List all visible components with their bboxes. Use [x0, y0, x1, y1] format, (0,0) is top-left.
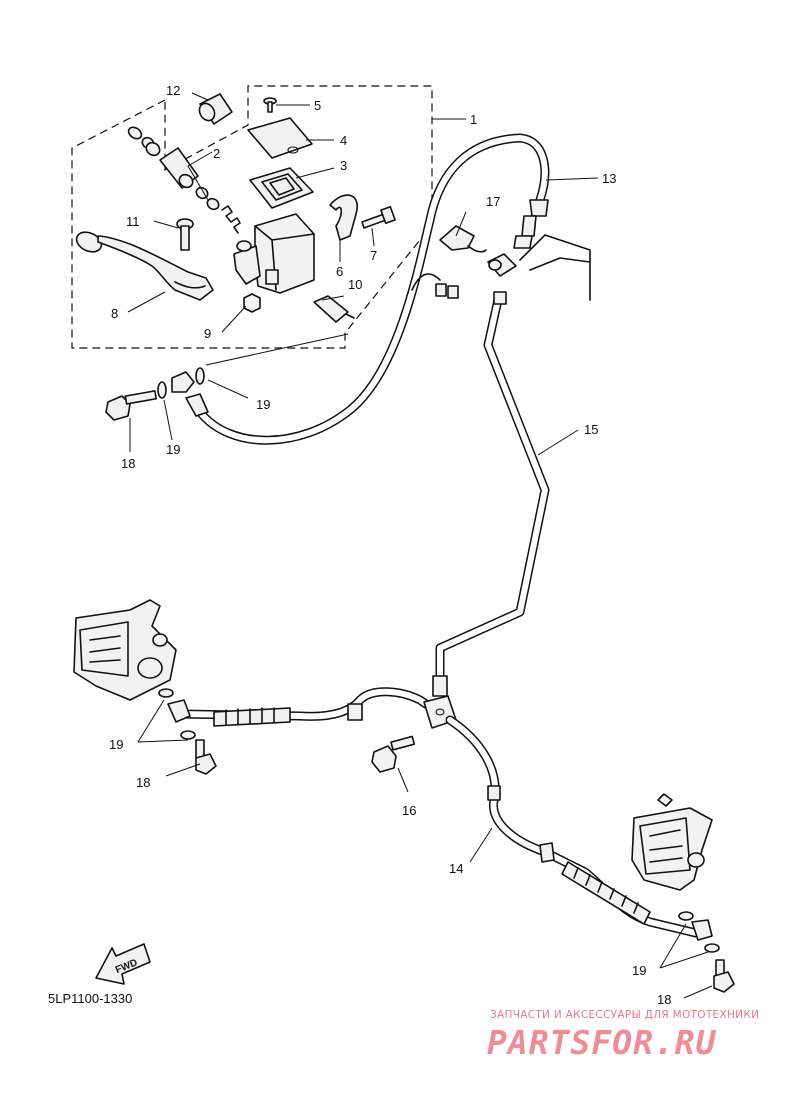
callout-2: 2	[213, 146, 220, 161]
callout-15: 15	[584, 422, 598, 437]
callout-16: 16	[402, 803, 416, 818]
part-5-screw	[263, 97, 277, 113]
callout-1: 1	[470, 112, 477, 127]
part-11-pivot-bolt	[176, 218, 194, 251]
right-caliper	[631, 793, 713, 891]
part-17-clip	[439, 225, 487, 253]
master-cylinder-body	[233, 213, 315, 294]
left-banjo-bolt-18	[195, 739, 217, 775]
part-14-lower-hose-right	[445, 715, 705, 939]
callout-8: 8	[111, 306, 118, 321]
callout-18-left-caliper: 18	[136, 775, 150, 790]
part-15-brake-pipe	[432, 291, 550, 697]
wire-connector	[411, 273, 459, 299]
part-7-bolt	[361, 205, 396, 229]
callout-12: 12	[166, 83, 180, 98]
catalog-code: 5LP1100-1330	[48, 991, 133, 1006]
handlebar-bracket	[487, 234, 591, 301]
callout-7: 7	[370, 248, 377, 263]
callout-11: 11	[126, 214, 140, 229]
watermark-subtitle: ЗАПЧАСТИ И АКСЕССУАРЫ ДЛЯ МОТОТЕХНИКИ	[490, 1009, 760, 1021]
part-14-lower-hose-left	[175, 687, 443, 727]
callout-4: 4	[340, 133, 347, 148]
fwd-arrow: FWD	[95, 943, 151, 985]
left-caliper	[73, 599, 177, 701]
right-banjo-bolt-18	[713, 959, 735, 993]
callout-18-right-caliper: 18	[657, 992, 671, 1007]
leader-lines	[127, 92, 713, 999]
callout-numbers: 12 2 5 4 3 1 11 6 7 8 9 10 13 17 15 18 1…	[109, 83, 671, 1007]
part-6-clamp	[329, 194, 359, 241]
callout-9: 9	[204, 326, 211, 341]
right-washers-19	[678, 911, 720, 953]
callout-19-right-caliper: 19	[632, 963, 646, 978]
part-16-bolt	[371, 735, 416, 773]
part-10-switch	[313, 295, 355, 323]
part-12-boot	[198, 93, 233, 125]
callout-6: 6	[336, 264, 343, 279]
callout-18-upper: 18	[121, 456, 135, 471]
upper-banjo-bolt-18	[105, 390, 158, 421]
watermark-logo: PARTSFOR.RU	[487, 1023, 717, 1062]
callout-19-upper-left: 19	[166, 442, 180, 457]
callout-10: 10	[348, 277, 362, 292]
callout-5: 5	[314, 98, 321, 113]
part-9-nut	[243, 293, 261, 313]
callout-19-left-caliper: 19	[109, 737, 123, 752]
part-13-upper-hose	[195, 133, 550, 445]
part-2-piston-kit	[127, 126, 241, 234]
part-4-cover	[247, 117, 313, 159]
callout-17: 17	[486, 194, 500, 209]
left-washers-19	[158, 688, 196, 740]
upper-washers-19	[157, 367, 209, 417]
callout-14: 14	[449, 861, 463, 876]
callout-19-upper-right: 19	[256, 397, 270, 412]
part-8-brake-lever	[75, 231, 214, 301]
part-3-diaphragm	[249, 167, 314, 209]
callout-3: 3	[340, 158, 347, 173]
callout-13: 13	[602, 171, 616, 186]
